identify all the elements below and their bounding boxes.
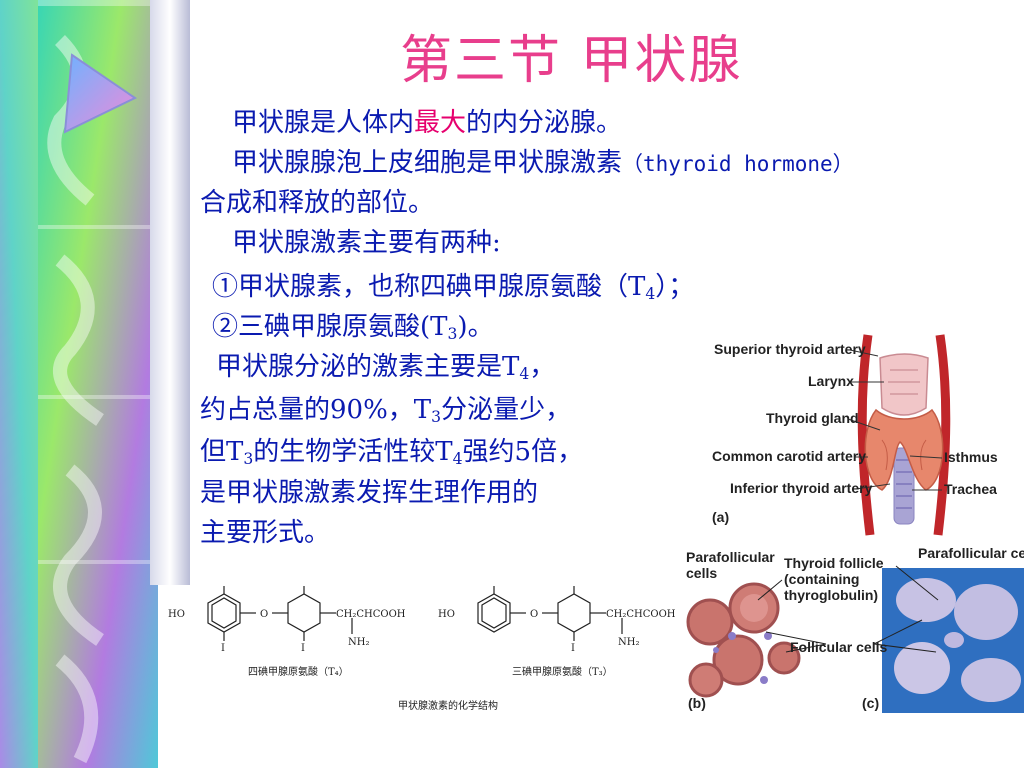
- text-segment: 强约5倍，: [462, 437, 584, 467]
- label-trachea: Trachea: [944, 481, 997, 497]
- thyroid-anatomy-figure: Superior thyroid artery Larynx Thyroid g…: [690, 330, 1024, 540]
- t3-nh2: NH₂: [618, 637, 639, 648]
- t3-oxygen: O: [530, 609, 538, 620]
- t4-ho: HO: [168, 609, 185, 620]
- t4-iodine-2: I: [221, 643, 225, 654]
- label-superior-thyroid-artery: Superior thyroid artery: [714, 341, 866, 357]
- t3-name: 三碘甲腺原氨酸（T₃）: [512, 665, 613, 678]
- label-parafollicular-cell-c: Parafollicular cell: [918, 545, 1024, 561]
- t3-side-chain: CH₂CHCOOH: [606, 609, 676, 620]
- t4-oxygen: O: [260, 609, 268, 620]
- anatomy-leader-lines: [847, 349, 943, 491]
- panel-label-c: (c): [862, 695, 879, 711]
- t3-iodine-2: I: [571, 585, 575, 588]
- hormone-chemical-structures: HO O I I I I CH₂CHCOOH NH₂ HO O I I I CH…: [168, 585, 676, 712]
- micrograph-c: [882, 568, 1024, 713]
- subscript: 4: [645, 285, 656, 303]
- text-segment: ①甲状腺素，也称四碘甲腺原氨酸（T: [212, 272, 646, 302]
- label-common-carotid-artery: Common carotid artery: [712, 448, 866, 464]
- subscript: 4: [452, 450, 463, 468]
- paragraph-secretion-l5: 主要形式。: [200, 518, 331, 548]
- sidebar-pattern: [0, 0, 190, 768]
- paragraph-largest-gland: 甲状腺是人体内最大的内分泌腺。: [232, 108, 622, 138]
- list-item-t3: ②三碘甲腺原氨酸(T3)。: [212, 312, 494, 349]
- text-segment: 但T: [200, 437, 244, 467]
- paragraph-secretion-l2: 约占总量的90%，T3分泌量少，: [200, 395, 571, 432]
- t4-side-chain: CH₂CHCOOH: [336, 609, 406, 620]
- list-item-t4: ①甲状腺素，也称四碘甲腺原氨酸（T4）；: [212, 272, 694, 309]
- label-inferior-thyroid-artery: Inferior thyroid artery: [730, 480, 873, 496]
- panel-label-b: (b): [688, 695, 706, 711]
- text-segment: 甲状腺是人体内: [232, 108, 415, 138]
- subscript: 3: [431, 408, 442, 426]
- label-thyroid-gland: Thyroid gland: [766, 410, 859, 426]
- paragraph-synthesis-site-cont: 合成和释放的部位。: [200, 188, 435, 218]
- chemical-structure-caption: 甲状腺激素的化学结构: [398, 699, 498, 712]
- t4-name: 四碘甲腺原氨酸（T₄）: [248, 665, 349, 678]
- paragraph-two-hormones: 甲状腺激素主要有两种:: [232, 228, 501, 258]
- decorative-sidebar: [0, 0, 190, 768]
- english-term: （thyroid hormone）: [622, 152, 854, 176]
- t4-nh2: NH₂: [348, 637, 369, 648]
- paragraph-synthesis-site: 甲状腺腺泡上皮细胞是甲状腺激素（thyroid hormone）: [232, 148, 854, 179]
- highlight-text: 最大: [414, 108, 467, 138]
- thyroid-illustration: [857, 334, 951, 536]
- t4-iodine-1: I: [221, 585, 225, 588]
- t3-structure: [477, 586, 623, 641]
- paragraph-secretion-l1: 甲状腺分泌的激素主要是T4，: [216, 352, 555, 389]
- subscript: 3: [447, 325, 458, 343]
- t3-ho: HO: [438, 609, 455, 620]
- text-segment: 分泌量少，: [441, 395, 572, 425]
- follicle-illustration: [686, 582, 801, 698]
- panel-label-a: (a): [712, 509, 729, 525]
- t4-iodine-3: I: [301, 585, 305, 588]
- text-segment: )。: [457, 312, 494, 342]
- figure-background: [690, 330, 1024, 540]
- label-isthmus: Isthmus: [944, 449, 998, 465]
- text-segment: 约占总量的90%，T: [200, 395, 432, 425]
- label-larynx: Larynx: [808, 373, 854, 389]
- t3-iodine-3: I: [571, 643, 575, 654]
- text-segment: 甲状腺腺泡上皮细胞是甲状腺激素: [232, 148, 623, 178]
- t4-iodine-4: I: [301, 643, 305, 654]
- t3-iodine-1: I: [491, 585, 495, 588]
- histology-leader-lines: [757, 565, 939, 653]
- text-segment: ）；: [655, 272, 695, 302]
- subscript: 3: [243, 450, 254, 468]
- text-segment: 的内分泌腺。: [466, 108, 623, 138]
- text-segment: 的生物学活性较T: [253, 437, 453, 467]
- text-segment: ②三碘甲腺原氨酸(T: [212, 312, 448, 342]
- label-follicular-cells: Follicular cells: [790, 639, 887, 655]
- page-title: 第三节 甲状腺: [400, 31, 743, 91]
- t4-structure: [207, 586, 353, 641]
- subscript: 4: [519, 365, 530, 383]
- text-segment: ，: [529, 352, 556, 382]
- paragraph-secretion-l4: 是甲状腺激素发挥生理作用的: [200, 478, 539, 508]
- text-segment: 甲状腺分泌的激素主要是T: [216, 352, 520, 382]
- paragraph-secretion-l3: 但T3的生物学活性较T4强约5倍，: [200, 437, 583, 474]
